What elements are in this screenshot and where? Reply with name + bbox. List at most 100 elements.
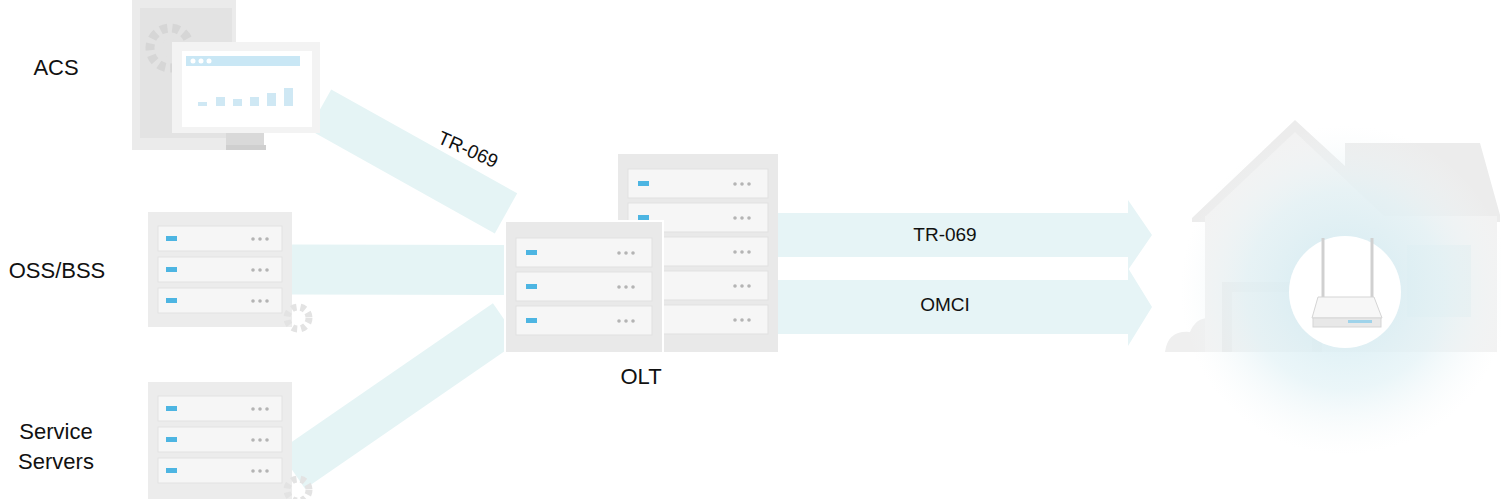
olt-rack-back-part: [628, 169, 768, 198]
service-server-icon-part-part: [258, 438, 262, 442]
olt-rack-back-part-part: [740, 318, 744, 322]
acs-monitor-icon: [132, 0, 320, 150]
service-server-icon-part: [158, 396, 282, 421]
oss-bss-server-icon: [148, 212, 309, 329]
oss-bss-server-icon-part-part: [258, 299, 262, 303]
olt-rack-back-part: [628, 271, 768, 300]
oss-bss-server-icon-part-part: [251, 268, 255, 272]
acs-monitor-icon-part: [186, 56, 300, 66]
home-illustration-part: [1407, 245, 1471, 317]
olt-rack-back: [618, 154, 778, 352]
service-server-icon-part: [166, 437, 177, 442]
home-illustration-part: [1222, 282, 1322, 352]
oss-bss-server-icon-part-part: [258, 237, 262, 241]
olt-rack-back-part-part: [740, 284, 744, 288]
oss-bss-server-icon-part: [158, 226, 282, 251]
service-server-icon-part: [166, 406, 177, 411]
oss-bss-server-icon-part: [287, 307, 309, 329]
home-arrows: [778, 200, 1152, 346]
acs-monitor-icon-part: [198, 102, 207, 106]
service-server-icon-part-part: [251, 407, 255, 411]
node-label: Service Servers: [1, 417, 111, 477]
node-label: ACS: [11, 53, 101, 83]
olt-rack-front-part-part: [624, 319, 628, 323]
service-server-icon-part-part: [251, 469, 255, 473]
tr069-arrow: [778, 200, 1152, 270]
oss-bss-server-icon-part: [166, 236, 177, 241]
acs-monitor-icon-part: [233, 99, 242, 106]
router-body: [1312, 297, 1382, 318]
home-illustration: [1165, 120, 1501, 455]
server-node: Service Servers: [148, 382, 292, 499]
olt-rack-front-part-part: [631, 285, 635, 289]
server-node: OLT: [506, 154, 778, 352]
acs-monitor-icon-part: [226, 133, 264, 145]
olt-rack-back-part-part: [740, 182, 744, 186]
olt-rack-front-part-part: [526, 284, 537, 289]
olt-rack-back-part: [628, 237, 768, 266]
olt-rack-front: [504, 220, 664, 354]
acs-monitor-icon-part: [191, 59, 196, 64]
house-roof: [1192, 120, 1500, 222]
olt-rack-back-part-part: [747, 182, 751, 186]
olt-rack-back-part: [618, 154, 778, 352]
olt-rack-front-part-part: [526, 250, 537, 255]
oss-bss-server-icon-part-part: [265, 299, 269, 303]
service-server-icon: [148, 382, 309, 499]
acs-monitor-icon-part: [132, 0, 236, 150]
olt-rack-back-part-part: [747, 216, 751, 220]
acs-monitor-icon-part: [140, 8, 232, 138]
service-server-icon-part-part: [258, 407, 262, 411]
olt-rack-back-part-part: [740, 216, 744, 220]
olt-rack-front-part-part: [617, 251, 621, 255]
service-server-icon-part-part: [265, 469, 269, 473]
home-illustration-part: [1348, 320, 1372, 323]
acs-monitor-icon-part: [161, 39, 179, 57]
olt-rack-front-part-part: [631, 251, 635, 255]
omci-arrow: [778, 268, 1152, 346]
acs-monitor-icon-part: [150, 28, 190, 68]
acs-monitor-icon-part: [250, 97, 259, 106]
olt-rack-back-part-part: [638, 249, 649, 254]
olt-rack-back-part-part: [638, 317, 649, 322]
service-server-icon-part: [166, 468, 177, 473]
home-illustration-part: [1322, 238, 1325, 298]
olt-rack-back-part-part: [638, 181, 649, 186]
acs-monitor-icon-part: [207, 59, 212, 64]
node-label: OSS/BSS: [0, 256, 117, 286]
protocol-label: TR-069: [913, 224, 976, 246]
signal-band: [292, 245, 506, 296]
olt-rack-front-part-part: [631, 319, 635, 323]
acs-monitor-icon-part: [267, 93, 276, 106]
service-server-icon-part: [158, 458, 282, 483]
olt-rack-back-part-part: [638, 215, 649, 220]
oss-bss-server-icon-part: [166, 298, 177, 303]
oss-bss-server-icon-part: [148, 212, 292, 327]
olt-rack-front-part-part: [526, 318, 537, 323]
home-illustration-part: [1313, 318, 1381, 327]
olt-rack-back-part-part: [747, 250, 751, 254]
olt-rack-back-part: [628, 305, 768, 334]
house-wall: [1205, 216, 1497, 352]
olt-rack-front-part-part: [617, 285, 621, 289]
olt-rack-front-part: [516, 238, 652, 267]
olt-rack-back-part-part: [740, 250, 744, 254]
service-server-icon-part-part: [265, 407, 269, 411]
acs-monitor-icon-part: [216, 97, 225, 106]
oss-bss-server-icon-part: [158, 257, 282, 282]
acs-monitor-icon-part: [172, 42, 320, 133]
olt-rack-back-part-part: [747, 318, 751, 322]
oss-bss-server-icon-part-part: [251, 237, 255, 241]
oss-bss-server-icon-part: [158, 288, 282, 313]
service-server-icon-part-part: [258, 469, 262, 473]
olt-rack-back-part-part: [733, 318, 737, 322]
oss-bss-server-icon-part-part: [265, 268, 269, 272]
olt-rack-front-part: [516, 272, 652, 301]
olt-rack-back-part-part: [733, 284, 737, 288]
signal-band: [292, 322, 506, 469]
